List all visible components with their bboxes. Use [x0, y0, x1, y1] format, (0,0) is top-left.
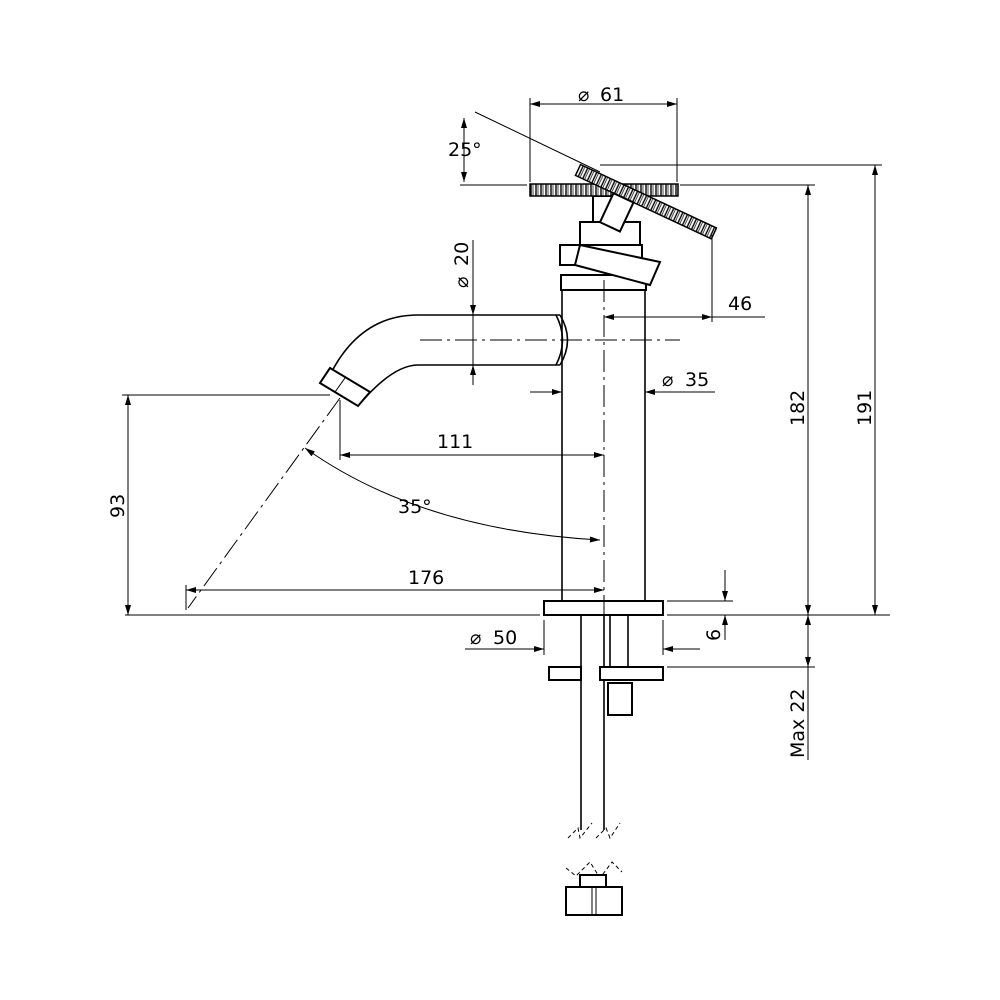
dim-base-diameter: 50 [493, 627, 517, 649]
dim-spray-reach: 176 [408, 567, 444, 589]
diameter-symbol: ⌀ [470, 627, 481, 649]
dim-total-height: 191 [854, 390, 876, 426]
dim-body-diameter: 35 [685, 369, 709, 391]
dim-spout-reach: 111 [437, 431, 473, 453]
handle-assembly [529, 163, 718, 287]
spout [187, 314, 680, 609]
handle-wheel-tilted [574, 163, 718, 240]
dim-max-deck: Max 22 [787, 689, 809, 759]
dim-body-height: 182 [787, 390, 809, 426]
dim-spray-angle: 35° [398, 496, 432, 518]
dim-spout-diameter: 20 [451, 242, 473, 266]
faucet-body [543, 274, 664, 620]
dim-base-thickness: 6 [703, 629, 725, 641]
dimension-labels: ⌀ 61 25° ⌀ 20 46 ⌀ 35 111 35° 176 93 182… [107, 84, 876, 758]
diameter-symbol: ⌀ [578, 84, 589, 106]
diameter-symbol: ⌀ [662, 369, 673, 391]
dim-handle-angle: 25° [448, 139, 482, 161]
diameter-symbol: ⌀ [451, 277, 473, 288]
dim-handle-diameter: 61 [600, 84, 624, 106]
dimension-lines [122, 98, 882, 760]
dim-handle-offset: 46 [728, 293, 752, 315]
under-deck-parts [548, 615, 664, 916]
dim-spout-height: 93 [107, 494, 129, 518]
